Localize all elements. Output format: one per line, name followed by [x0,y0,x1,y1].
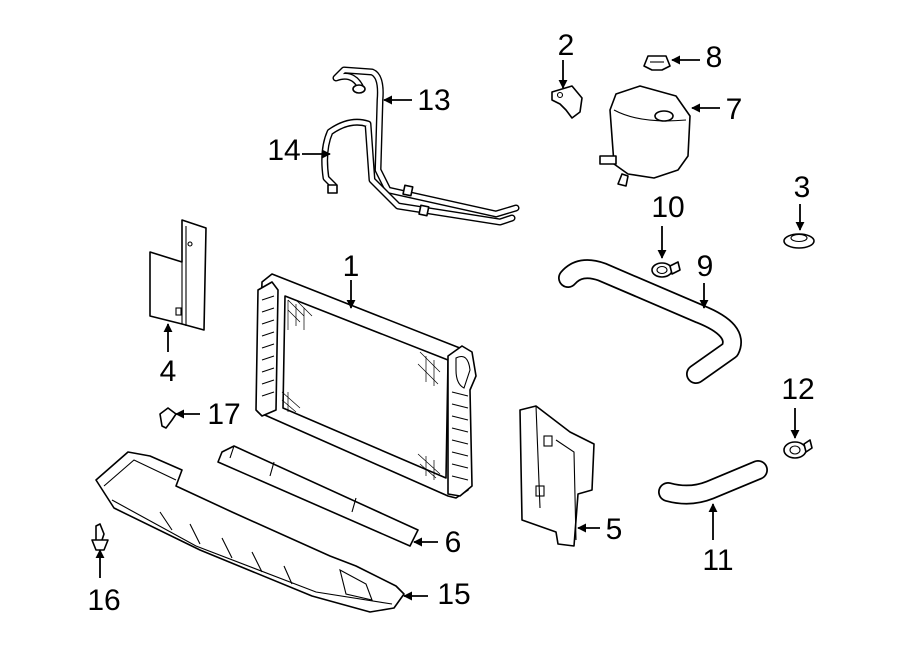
callout-15: 15 [437,578,470,611]
callout-6: 6 [445,526,462,559]
cooler-line-upper[interactable] [332,66,520,218]
callout-4: 4 [160,355,177,388]
push-pin[interactable] [91,523,109,551]
callout-17: 17 [207,398,240,431]
clamp-upper[interactable] [651,261,681,278]
cooler-line-lower[interactable] [321,118,516,226]
callout-1: 1 [343,250,360,283]
callout-7: 7 [726,93,743,126]
callout-10: 10 [651,191,684,224]
callout-16: 16 [87,584,120,617]
clip[interactable] [159,407,177,429]
radiator[interactable] [255,273,477,499]
callout-14: 14 [267,134,300,167]
callout-labels: 1 2 3 4 5 6 7 8 9 10 11 12 13 14 15 16 1… [87,29,814,617]
callout-11: 11 [702,544,733,577]
callout-12: 12 [781,373,814,406]
clamp-lower[interactable] [783,439,813,459]
callout-2: 2 [558,29,575,62]
callout-13: 13 [417,84,450,117]
right-baffle[interactable] [519,405,595,547]
reservoir-cap[interactable] [643,55,671,71]
callout-3: 3 [794,171,811,204]
leaders [95,55,805,601]
plug[interactable] [783,233,815,249]
left-baffle[interactable] [149,219,207,331]
upper-hose[interactable] [558,259,742,384]
callout-8: 8 [706,41,723,74]
coolant-reservoir[interactable] [599,85,691,187]
lower-hose[interactable] [658,460,768,505]
bracket[interactable] [551,85,583,119]
callout-9: 9 [697,250,714,283]
callout-5: 5 [606,513,623,546]
lower-deflector[interactable] [95,451,405,613]
